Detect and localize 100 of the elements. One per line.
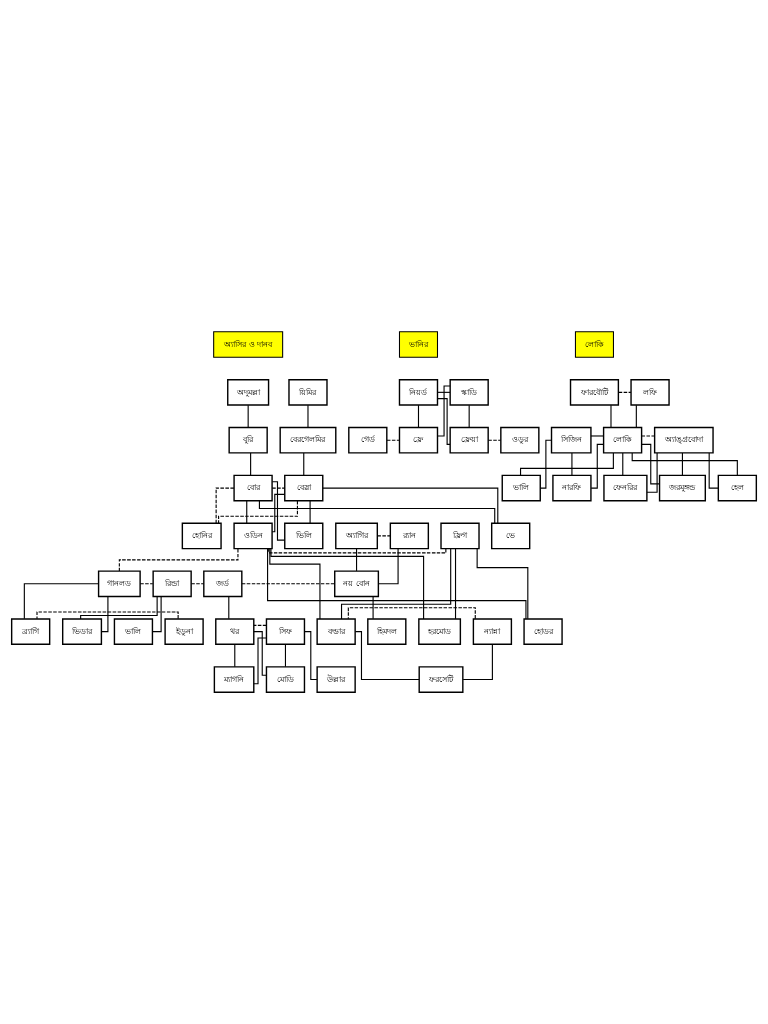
connector <box>539 439 553 489</box>
node-box: ফ্রিগ <box>440 522 480 550</box>
connector <box>253 624 267 626</box>
node-box: বুরি <box>228 426 268 454</box>
node-box: বেস্লা <box>284 474 324 502</box>
connector <box>354 631 420 681</box>
node-box: হিমদল <box>367 618 407 646</box>
connector <box>101 596 109 633</box>
node-box: ন্যান্না <box>472 618 513 646</box>
connector <box>681 452 683 476</box>
node-box: হরমোড <box>418 618 462 646</box>
connector <box>356 548 358 572</box>
connector <box>468 404 470 428</box>
connector <box>376 535 391 537</box>
connector <box>631 452 738 476</box>
node-box: স্কাডি <box>449 378 489 406</box>
connector <box>646 452 658 493</box>
node-box: জরমুঙ্গন্ড <box>658 474 706 502</box>
connector <box>487 439 502 441</box>
connector <box>322 487 499 524</box>
connector <box>307 404 309 428</box>
connector <box>269 548 321 620</box>
connector <box>246 500 248 524</box>
connector <box>622 452 624 476</box>
connector <box>347 607 476 620</box>
node-box: অদুমল্লা <box>227 378 270 406</box>
connector <box>190 583 205 585</box>
node-box: বল্ডার <box>316 618 356 646</box>
connector <box>271 481 286 541</box>
connector <box>271 493 286 533</box>
connector <box>36 611 179 620</box>
connector <box>253 637 267 685</box>
connector <box>228 596 230 620</box>
connector <box>268 548 447 554</box>
node-box: র‍্যান <box>389 522 430 550</box>
connector <box>267 548 527 620</box>
connector <box>386 439 400 441</box>
connector <box>520 452 614 476</box>
node-box: ফ্রে <box>398 426 439 454</box>
connector <box>258 500 496 524</box>
connector <box>590 435 604 437</box>
node-box: ভিলি <box>284 522 324 550</box>
node-box: অ্যাগির <box>335 522 378 550</box>
connector <box>241 583 336 585</box>
connector <box>218 500 298 524</box>
node-box: য়িমির <box>288 378 328 406</box>
node-box: লোকি <box>574 331 614 358</box>
node-box: ফ্রেয়া <box>449 426 489 454</box>
connector <box>284 643 287 668</box>
connector <box>437 398 451 445</box>
node-box: গের্ড <box>348 426 388 454</box>
connector <box>304 631 318 681</box>
node-box: গানলড <box>97 570 141 598</box>
node-box: সিফ <box>265 618 306 646</box>
node-box: থর <box>215 618 255 646</box>
connector <box>152 596 162 633</box>
connector <box>309 500 311 524</box>
node-box: অ্যাসির ও দানব <box>213 331 284 358</box>
connector <box>571 452 573 476</box>
connector <box>641 435 656 437</box>
connector <box>271 487 286 489</box>
connector <box>635 404 637 428</box>
node-box: ভালি <box>113 618 154 646</box>
connector <box>641 443 660 485</box>
node-box: রিন্ডা <box>152 570 192 598</box>
node-box: মোডি <box>265 666 306 693</box>
node-box: হোনির <box>181 522 222 550</box>
connector <box>247 404 249 428</box>
connector <box>340 548 452 620</box>
connector <box>23 583 100 620</box>
node-box: নয় বোন <box>334 570 380 598</box>
node-box: ফরসেটি <box>418 666 464 693</box>
node-box: ভিডার <box>62 618 103 646</box>
connector <box>417 404 420 428</box>
connector <box>462 643 493 681</box>
node-box: বেরগেলমির <box>279 426 337 454</box>
node-box: ফেনরির <box>603 474 648 502</box>
connector <box>250 452 252 476</box>
node-box: ম্যাগনি <box>213 666 255 693</box>
node-box: ভানির <box>398 331 438 358</box>
connector <box>590 443 604 489</box>
connector <box>610 404 612 428</box>
node-box: ওডিন <box>233 522 273 550</box>
node-box: জর্ড <box>203 570 243 598</box>
node-box: হোডর <box>523 618 563 646</box>
node-box: উল্লার <box>316 666 356 693</box>
node-box: বোর <box>233 474 273 502</box>
connector <box>708 452 719 489</box>
node-box: ফারবৌটি <box>569 378 620 406</box>
node-box: ভে <box>491 522 531 550</box>
node-box: সিজিন <box>550 426 592 454</box>
connector <box>253 631 267 676</box>
connector <box>80 595 158 620</box>
connector <box>234 643 236 668</box>
connector <box>215 487 235 524</box>
connector <box>372 596 374 620</box>
node-box: হেল <box>717 474 758 502</box>
node-box: নিয়র্ড <box>398 378 439 406</box>
node-box: অ্যাঙ্গ্রবোদা <box>653 426 714 454</box>
node-box: ইডুনা <box>164 618 204 646</box>
